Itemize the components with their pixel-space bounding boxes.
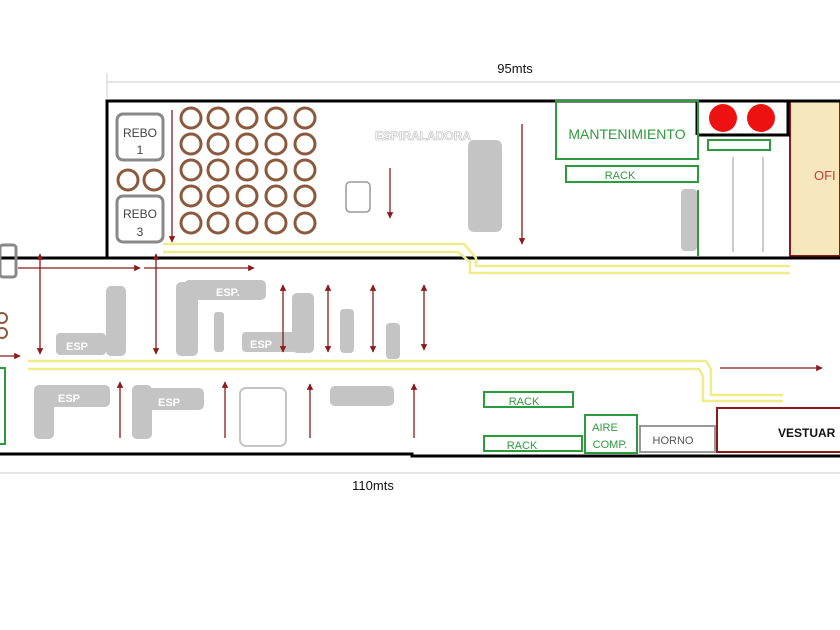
air-compressor-label-2: COMP. [593,439,628,451]
red-tank-2 [747,104,775,132]
espiraladora-label: ESPIRALADORA [375,129,471,143]
rack-top [565,165,699,183]
coil-circle [206,184,230,208]
red-tank-1 [709,104,737,132]
coil-circle [264,184,288,208]
esp-label-4: ESP [158,397,180,409]
espiraladora-machine [468,140,502,232]
coil-circle [235,132,259,156]
esp-label-1: ESP [66,341,88,353]
left-green-box [0,367,6,445]
esp-label-3: ESP [58,393,80,405]
rebo-3-label: REBO [123,207,157,221]
coil-circle [179,184,203,208]
coil-grid [116,106,317,235]
coil-circle [293,132,317,156]
office-area [789,100,840,257]
bottom-dimension-label: 110mts [352,478,394,493]
coil-circle [179,132,203,156]
coil-circle [206,211,230,235]
esp-label-2: ESP [250,339,272,351]
small-box [345,181,371,213]
rebo-1-box [115,112,165,162]
rack-bottom-2-label: RACK [507,440,538,452]
coil-circle [179,158,203,182]
maintenance-room [555,100,699,160]
top-dimension-label: 95mts [497,61,533,76]
building-walls [0,99,840,458]
grey-post [681,189,697,251]
coil-circle [206,106,230,130]
rack-bottom-2 [483,435,583,452]
coil-circle [116,168,140,192]
rebo-3-box [115,194,165,244]
coil-circle [235,184,259,208]
flow-arrows [0,110,823,438]
grey-machines [0,243,400,447]
rebo-3-number: 3 [137,225,144,239]
coil-circle [293,158,317,182]
coil-circle [206,158,230,182]
coil-circle [235,211,259,235]
coil-circle [206,132,230,156]
horno-label: HORNO [653,435,694,447]
horno [639,425,716,453]
vestuario [716,407,840,453]
coil-circle [179,211,203,235]
air-compressor-label-1: AIRE [592,422,618,434]
air-compressor [584,414,638,454]
rebo-1-number: 1 [137,143,144,157]
top-dimension: 95mts [106,61,840,98]
coil-circle [264,211,288,235]
coil-circle [235,106,259,130]
green-pad [707,139,771,151]
coil-circle [293,211,317,235]
coil-circle [264,106,288,130]
office-label: OFI [814,168,836,183]
coil-circle [293,184,317,208]
coil-circle [142,168,166,192]
bottom-dimension: 110mts [0,472,840,493]
rack-bottom-1 [483,391,574,408]
walkway-lines [28,242,790,403]
coil-circle [293,106,317,130]
coil-circle [264,158,288,182]
coil-circle [264,132,288,156]
coil-circle [179,106,203,130]
rack-top-label: RACK [605,170,636,182]
rebo-1-label: REBO [123,126,157,140]
esp-dot-label: ESP. [216,287,240,299]
rack-bottom-1-label: RACK [509,396,540,408]
vestuario-label: VESTUAR [778,426,836,440]
coil-circle [235,158,259,182]
maintenance-label: MANTENIMIENTO [568,126,685,142]
